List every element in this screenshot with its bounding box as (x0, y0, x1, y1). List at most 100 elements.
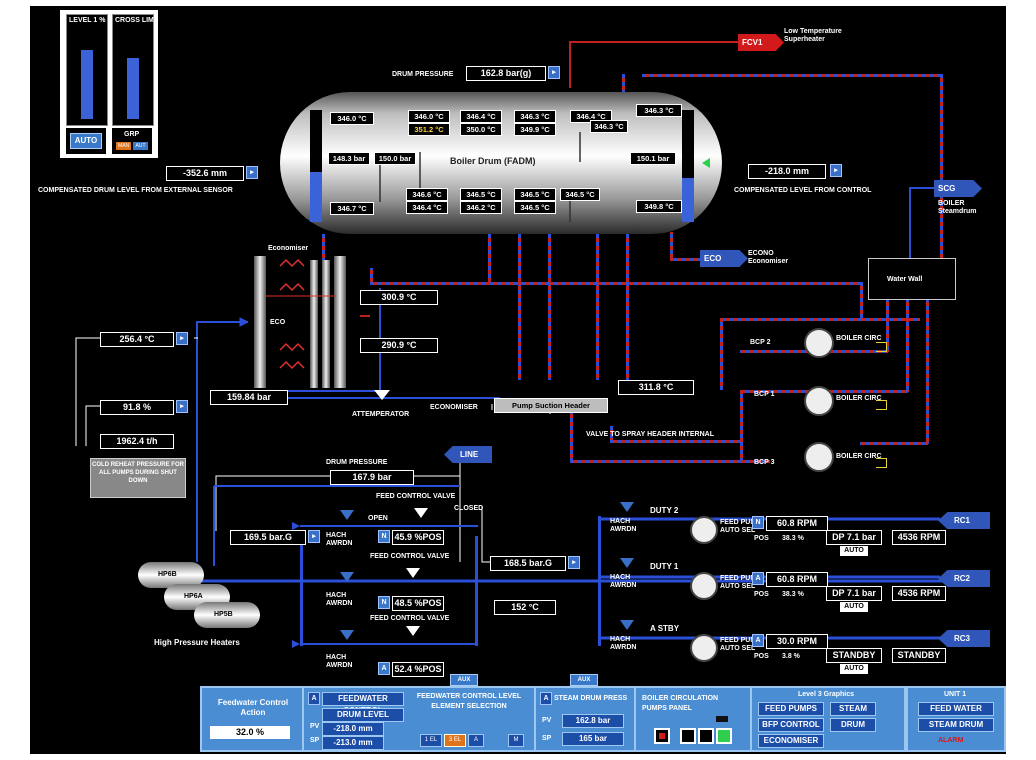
steam-sp-label: SP (542, 735, 552, 742)
v3-icon[interactable] (340, 630, 354, 640)
l3-bfp-control[interactable]: BFP CONTROL (758, 718, 824, 732)
fp-valve-icon[interactable] (620, 502, 634, 512)
l3-economiser[interactable]: ECONOMISER (758, 734, 824, 748)
fp-sel[interactable]: A (752, 634, 764, 647)
level-left-btn[interactable]: ▸ (246, 166, 258, 179)
drum-pressure-value: 162.8 bar(g) (466, 66, 546, 81)
gauge-right-title: CROSS LIM (115, 17, 154, 24)
rc2-tag[interactable]: RC2 (938, 570, 990, 587)
level-indicator-icon (702, 158, 710, 168)
aux-tab-a[interactable]: AUX (450, 674, 478, 686)
bcp1-pump-icon[interactable] (804, 386, 834, 416)
v1-icon[interactable] (340, 510, 354, 520)
unit-steam-drum[interactable]: STEAM DRUM (918, 718, 994, 732)
l3-drum[interactable]: DRUM (830, 718, 876, 732)
hp-heaters-label: High Pressure Heaters (154, 638, 240, 647)
attemp-valve-icon[interactable] (374, 390, 390, 400)
fp-pressure: DP 7.1 bar (826, 586, 882, 601)
fcv-mid-mode[interactable]: N (378, 596, 390, 609)
hp-heater-3-label: HP5B (214, 611, 233, 618)
fcv-bot-valve-icon[interactable] (406, 626, 420, 636)
drum-press-r1: 150.1 bar (630, 152, 676, 165)
level-element-selection-panel: A FEEDWATER CONTROL DRUM LEVEL FEEDWATER… (302, 686, 536, 752)
fp-valve-label: HACH AWRDN (610, 518, 637, 533)
feed-pump-icon[interactable] (690, 516, 718, 544)
feed-flow: 1962.4 t/h (100, 434, 174, 449)
hp-pressure-btn[interactable]: ▸ (308, 530, 320, 543)
unit-feed-water[interactable]: FEED WATER (918, 702, 994, 716)
grp-auto-button[interactable]: AUT (133, 142, 148, 150)
ref-tag-label: BOILER Steamdrum (938, 200, 977, 215)
fp-auto[interactable]: AUTO (840, 546, 868, 556)
bcp3-pump-icon[interactable] (804, 442, 834, 472)
l3-steam[interactable]: STEAM (830, 702, 876, 716)
level3-graphics-panel: Level 3 Graphics FEED PUMPS STEAM BFP CO… (750, 686, 906, 752)
opt-m[interactable]: M (508, 734, 524, 747)
level-sel-mode[interactable]: A (308, 692, 320, 705)
fcv-bot-title: FEED CONTROL VALVE (370, 615, 450, 622)
level-right-label: COMPENSATED LEVEL FROM CONTROL (734, 187, 872, 194)
level-left-value: -352.6 mm (166, 166, 244, 181)
fcv-mid-valve-icon[interactable] (406, 568, 420, 578)
bcp2-pump-icon[interactable] (804, 328, 834, 358)
fp-auto[interactable]: AUTO (840, 602, 868, 612)
bcp1-label: BCP 1 (754, 391, 775, 398)
fcv-mid-title: FEED CONTROL VALVE (370, 553, 450, 560)
level-left-label: COMPENSATED DRUM LEVEL FROM EXTERNAL SEN… (38, 187, 233, 194)
feed-pct-btn[interactable]: ▸ (176, 400, 188, 413)
circ-pump-status-1[interactable] (654, 728, 670, 744)
lts-tag[interactable]: FCV1 (738, 34, 784, 51)
ref-tag[interactable]: SCG (934, 180, 982, 197)
sp-pressure-btn[interactable]: ▸ (568, 556, 580, 569)
drum-title: Boiler Drum (FADM) (450, 156, 536, 166)
fcv-top-pct: 45.9 %POS (392, 530, 444, 545)
eco-tag[interactable]: ECO (700, 250, 748, 267)
fcv-bot-pct: 52.4 %POS (392, 662, 444, 677)
fp-valve-icon[interactable] (620, 558, 634, 568)
rc3-tag[interactable]: RC3 (938, 630, 990, 647)
fcv-bot-mode[interactable]: A (378, 662, 390, 675)
drum-pressure-btn[interactable]: ▸ (548, 66, 560, 79)
steam-sp-value: 165 bar (562, 732, 624, 746)
circ-pump-status-4[interactable] (716, 728, 732, 744)
fp-sub: AUTO SEL (720, 583, 756, 590)
aux-tab-b[interactable]: AUX (570, 674, 598, 686)
fp-auto[interactable]: AUTO (840, 664, 868, 674)
fcv-top-valve-icon[interactable] (414, 508, 428, 518)
gauge-left-fill (81, 49, 93, 119)
water-wall-box: Water Wall (868, 258, 956, 300)
feedwater-control-button[interactable]: FEEDWATER CONTROL (322, 692, 404, 715)
v2-icon[interactable] (340, 572, 354, 582)
opt-1el[interactable]: 1 EL (420, 734, 442, 747)
bfp-in-tag[interactable]: LINE (444, 446, 492, 463)
fp-sel[interactable]: N (752, 516, 764, 529)
feed-pump-icon[interactable] (690, 634, 718, 662)
auto-button[interactable]: AUTO (70, 133, 102, 149)
opt-3el[interactable]: 3 EL (444, 734, 466, 747)
grp-man-button[interactable]: MAN (116, 142, 131, 150)
rc1-tag[interactable]: RC1 (938, 512, 990, 529)
steam-press-mode[interactable]: A (540, 692, 552, 705)
attemp-sub: ECONOMISER (430, 404, 478, 411)
circ-pump-status-3[interactable] (698, 728, 714, 744)
hp-heater-1[interactable]: HP6B (138, 562, 204, 588)
circ-pump-status-2[interactable] (680, 728, 696, 744)
fp-valve-icon[interactable] (620, 620, 634, 630)
feed-temp-btn[interactable]: ▸ (176, 332, 188, 345)
hp-heater-2-label: HP6A (184, 593, 203, 600)
l3-feed-pumps[interactable]: FEED PUMPS (758, 702, 824, 716)
unit-title: UNIT 1 (944, 691, 967, 698)
bcp3-label: BCP 3 (754, 459, 775, 466)
fp-sel[interactable]: A (752, 572, 764, 585)
gauge-panel: LEVEL 1 % CROSS LIM AUTO GRP MAN AUT (60, 10, 158, 158)
hp-heater-3[interactable]: HP5B (194, 602, 260, 628)
fcv-top-mode[interactable]: N (378, 530, 390, 543)
feed-pump-icon[interactable] (690, 572, 718, 600)
sp-value: -213.0 mm (322, 736, 384, 750)
steam-press-title: STEAM DRUM PRESS (554, 695, 628, 702)
drum-level-button[interactable]: DRUM LEVEL (322, 708, 404, 722)
circ-pumps-title: BOILER CIRCULATION PUMPS PANEL (642, 695, 719, 712)
opt-a[interactable]: A (468, 734, 484, 747)
drum-top-1: 346.0 °C (408, 110, 450, 123)
level-right-btn[interactable]: ▸ (830, 164, 842, 177)
